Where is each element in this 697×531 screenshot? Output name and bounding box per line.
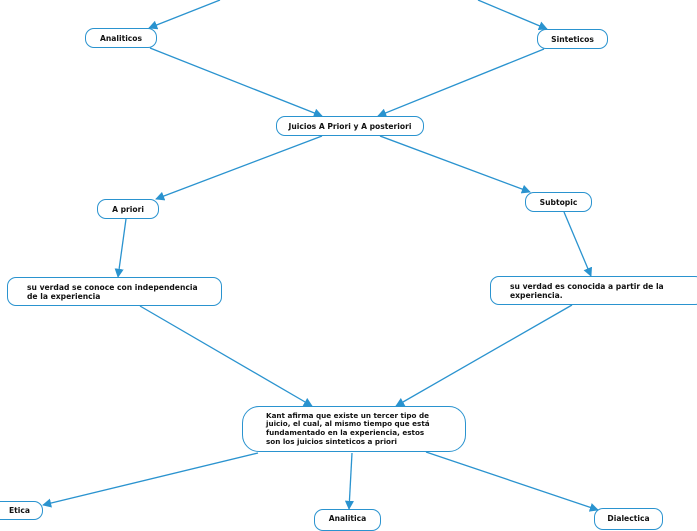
node-sinteticos-label: Sinteticos: [551, 34, 594, 44]
node-etica-label: Etica: [8, 506, 31, 515]
node-juicios-label: Juicios A Priori y A posteriori: [288, 121, 412, 131]
edge-conocida-to-kant: [395, 304, 573, 407]
node-verdad-conocida[interactable]: su verdad es conocida a partir de la exp…: [490, 276, 697, 305]
node-kant-sinteticos-a-priori[interactable]: Kant afirma que existe un tercer tipo de…: [242, 406, 466, 452]
node-dialectica-label: Dialectica: [607, 514, 650, 523]
node-verdad-independencia[interactable]: su verdad se conoce con independencia de…: [7, 277, 222, 306]
node-dialectica[interactable]: Dialectica: [594, 508, 663, 530]
node-a-priori[interactable]: A priori: [97, 199, 159, 219]
edge-top-to-sinteticos: [477, 0, 548, 31]
edge-juicios-to-subtopic: [379, 135, 531, 194]
node-kant-label: Kant afirma que existe un tercer tipo de…: [266, 410, 430, 446]
edge-kant-to-dialectica: [425, 451, 599, 512]
node-juicios-a-priori-y-a-posteriori[interactable]: Juicios A Priori y A posteriori: [276, 116, 424, 136]
edge-independencia-to-kant: [139, 305, 313, 407]
node-sinteticos[interactable]: Sinteticos: [537, 29, 608, 49]
node-verdad-independencia-label: su verdad se conoce con independencia de…: [27, 282, 198, 301]
edge-kant-to-analitica: [344, 452, 354, 510]
node-analiticos[interactable]: Analiticos: [85, 28, 157, 48]
node-analitica-label: Analitica: [328, 514, 367, 523]
edge-apriori-to-independencia: [114, 218, 127, 278]
node-etica[interactable]: Etica: [0, 501, 43, 520]
edge-kant-to-etica: [42, 452, 259, 508]
edge-sinteticos-to-juicios: [377, 48, 545, 118]
node-subtopic-label: Subtopic: [539, 197, 578, 207]
node-analiticos-label: Analiticos: [99, 33, 143, 43]
node-a-priori-label: A priori: [112, 204, 144, 214]
node-verdad-conocida-label: su verdad es conocida a partir de la exp…: [510, 281, 664, 300]
node-analitica[interactable]: Analitica: [314, 509, 381, 531]
edge-subtopic-to-conocida: [563, 211, 593, 277]
node-subtopic[interactable]: Subtopic: [525, 192, 592, 212]
edge-juicios-to-apriori: [155, 135, 323, 201]
connector-layer: [42, 0, 599, 512]
edge-analiticos-to-juicios: [149, 47, 323, 118]
edge-top-to-analiticos: [148, 0, 221, 30]
